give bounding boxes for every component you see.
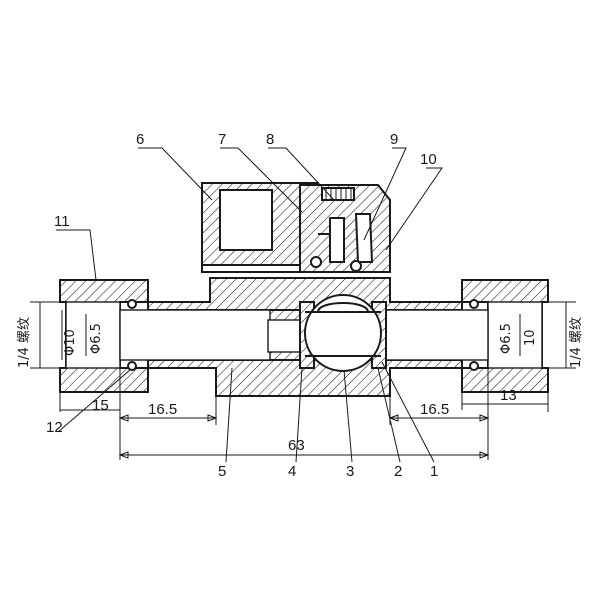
dim-right-inner: 16.5	[420, 401, 449, 418]
part-label-11: 11	[54, 213, 70, 230]
dimension-text-group: 16.5 16.5 63 13 1/4 螺纹 Φ10 Φ6.5 Φ6.5 10 …	[17, 317, 584, 454]
part-label-12: 12	[46, 419, 63, 436]
part-label-9: 9	[390, 131, 398, 148]
stem-assembly	[299, 184, 391, 273]
dim-nut-width: 13	[500, 387, 517, 404]
ball-and-seats	[299, 294, 387, 372]
dim-right-dia-outer: 10	[523, 329, 538, 346]
leader-lines	[56, 147, 443, 463]
dimension-lines	[30, 301, 576, 460]
part-label-4: 4	[288, 463, 296, 480]
dim-left-inner: 16.5	[148, 401, 177, 418]
through-bore	[119, 309, 489, 361]
part-label-1: 1	[430, 463, 438, 480]
right-nut	[461, 279, 549, 393]
part-label-3: 3	[346, 463, 354, 480]
dim-left-dia-outer: Φ10	[63, 329, 78, 356]
part-label-group: 6 7 8 9 10 11 12 15 5 4 3 2 1	[46, 131, 438, 480]
part-label-10: 10	[420, 151, 437, 168]
left-nut	[59, 279, 149, 393]
dim-left-thread: 1/4 螺纹	[17, 317, 32, 368]
part-label-5: 5	[218, 463, 226, 480]
dim-overall: 63	[288, 437, 305, 454]
part-label-2: 2	[394, 463, 402, 480]
part-label-15: 15	[92, 397, 109, 414]
dim-right-thread: 1/4 螺纹	[569, 317, 584, 368]
dim-right-dia-inner: Φ6.5	[499, 323, 514, 354]
dim-left-dia-inner: Φ6.5	[89, 323, 104, 354]
part-label-8: 8	[266, 131, 274, 148]
handle	[201, 182, 319, 273]
part-label-6: 6	[136, 131, 144, 148]
part-label-7: 7	[218, 131, 226, 148]
